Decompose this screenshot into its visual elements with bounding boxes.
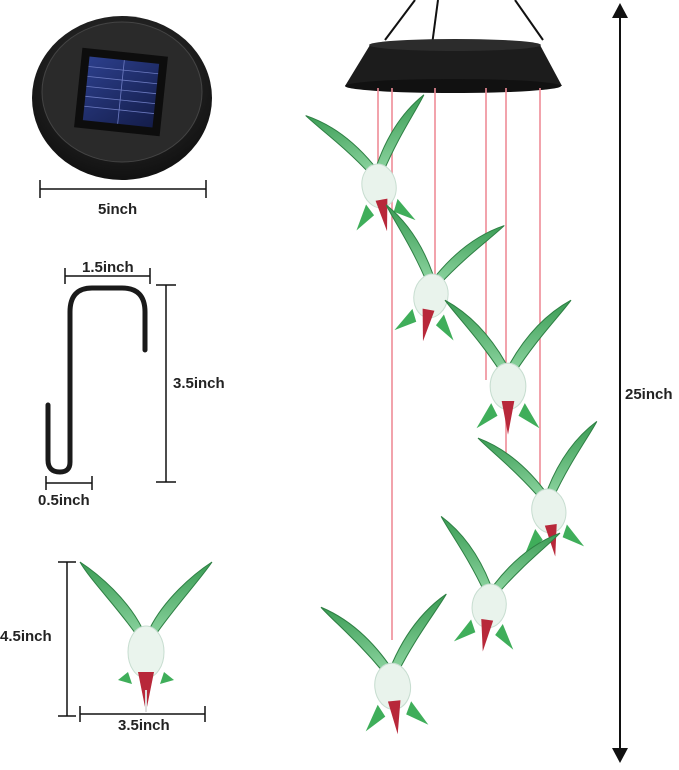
- total-length-dimension: [612, 3, 628, 763]
- hanging-hummingbird: [440, 515, 561, 652]
- hanging-hummingbird: [444, 299, 572, 435]
- solar-width-label: 5inch: [98, 201, 138, 218]
- hook-width-dimension: [64, 268, 151, 284]
- solar-width-dimension: [39, 180, 207, 198]
- hook-height-dimension: [156, 284, 176, 483]
- hanging-hummingbird: [385, 204, 505, 342]
- s-hook: [45, 285, 148, 475]
- hanging-hummingbirds: [305, 94, 598, 735]
- solar-panel: [74, 47, 168, 137]
- hook-width-label: 1.5inch: [82, 259, 134, 276]
- chime-cap: [345, 0, 562, 93]
- single-hummingbird: [79, 561, 213, 712]
- bird-height-dimension: [58, 561, 76, 717]
- bird-width-dimension: [79, 706, 206, 722]
- bird-height-label: 4.5inch: [0, 628, 52, 645]
- solar-light-unit: [32, 16, 212, 180]
- hook-gap-dimension: [45, 476, 93, 490]
- bird-width-label: 3.5inch: [118, 717, 170, 734]
- hanging-hummingbird: [305, 94, 425, 232]
- hanging-hummingbird: [320, 593, 447, 735]
- hook-height-label: 3.5inch: [173, 375, 225, 392]
- total-length-label: 25inch: [625, 386, 673, 403]
- hook-gap-label: 0.5inch: [38, 492, 90, 509]
